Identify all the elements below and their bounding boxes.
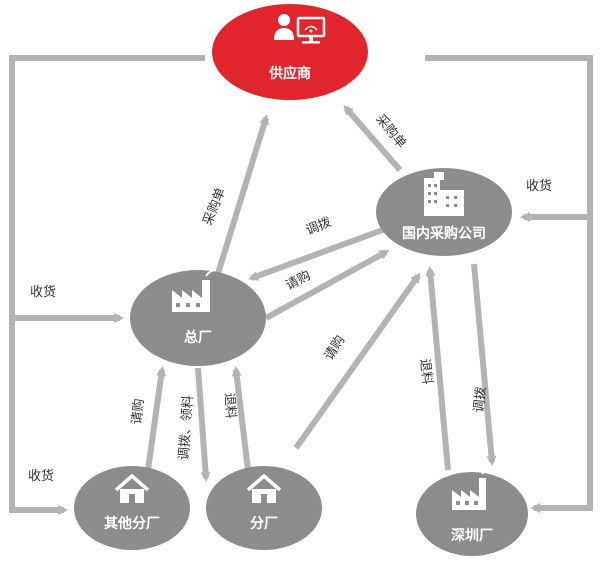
edge-label-return-branch: 退料 xyxy=(221,392,238,419)
receipt-label-left-bottom: 收货 xyxy=(28,468,54,484)
edge-label-request-from-head: 请购 xyxy=(283,267,313,293)
branch-label: 分厂 xyxy=(250,516,278,532)
arrow-shenzhen-to-domestic xyxy=(425,266,451,471)
arrow-other-to-head xyxy=(145,366,167,471)
edge-label-transfer-shenzhen: 调拨 xyxy=(472,386,490,413)
house-icon xyxy=(246,474,282,503)
left-receipt-bracket xyxy=(9,55,205,515)
supplier-person-computer-icon xyxy=(274,14,326,44)
arrow-domestic-to-head xyxy=(248,225,390,281)
building-icon xyxy=(424,172,464,216)
factory-icon xyxy=(172,269,217,312)
node-domestic-purchasing: 国内采购公司 xyxy=(376,168,512,256)
edge-label-request-from-branch: 请购 xyxy=(321,333,348,364)
edge-label-request-other: 请购 xyxy=(129,398,148,426)
receipt-label-right: 收货 xyxy=(526,178,552,194)
head-factory-label: 总厂 xyxy=(184,329,212,346)
right-receipt-bracket xyxy=(425,55,593,513)
shenzhen-label: 深圳厂 xyxy=(451,527,493,544)
edge-label-transfer-pick: 调拨、领料 xyxy=(177,395,196,461)
edge-label-po-head: 采购单 xyxy=(200,185,229,227)
edge-label-transfer-to-head: 调拨 xyxy=(304,215,334,239)
arrow-domestic-to-shenzhen xyxy=(471,263,497,466)
arrow-branch-to-domestic xyxy=(293,272,421,450)
node-shenzhen: 深圳厂 xyxy=(416,467,528,556)
supplier-label: 供应商 xyxy=(268,65,311,82)
arrow-domestic-to-supplier xyxy=(343,104,403,172)
arrow-head-to-domestic xyxy=(264,249,390,321)
arrow-branch-to-head xyxy=(231,366,251,471)
node-branch: 分厂 xyxy=(206,466,322,550)
other-branch-label: 其他分厂 xyxy=(104,515,160,532)
house-icon xyxy=(114,474,150,503)
edge-label-return-shenzhen: 退料 xyxy=(417,358,435,385)
receipt-label-left-top: 收货 xyxy=(30,284,56,300)
arrow-head-to-branch xyxy=(195,367,211,482)
arrow-head-to-supplier xyxy=(213,114,270,281)
node-supplier: 供应商 xyxy=(212,4,368,100)
domestic-purchasing-label: 国内采购公司 xyxy=(402,225,486,242)
node-other-branch: 其他分厂 xyxy=(74,466,190,550)
node-head-factory: 总厂 xyxy=(130,269,266,366)
factory-icon xyxy=(452,467,492,510)
